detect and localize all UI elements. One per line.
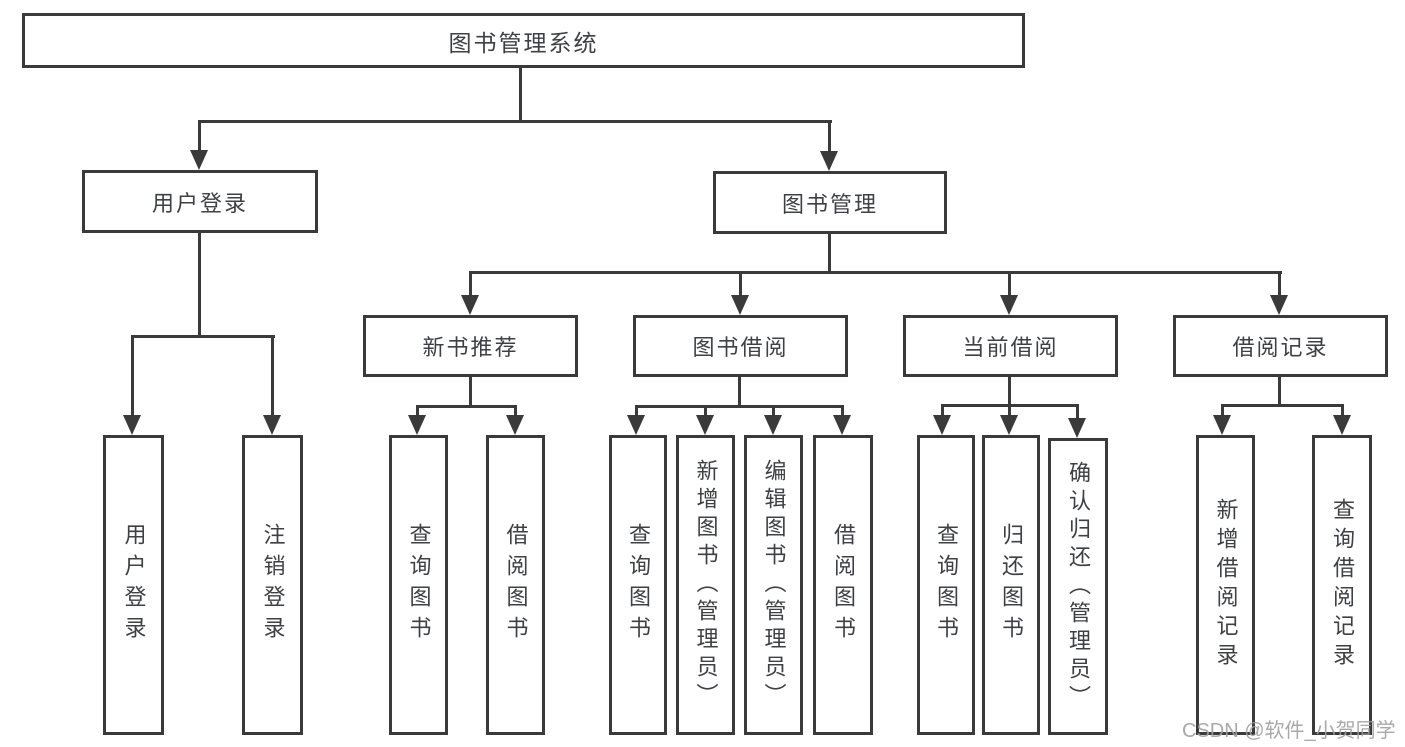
arrow-nbr-query — [408, 415, 426, 435]
arrow-to-leaf-logout — [263, 415, 281, 435]
leaf-borrow-book-1-label: 借阅图书 — [503, 523, 529, 647]
leaf-logout-label: 注销登录 — [260, 523, 286, 647]
connector-l3-stem-4 — [1278, 271, 1281, 297]
connector-root-stem — [519, 68, 522, 123]
connector-br-hline — [1221, 404, 1344, 407]
leaf-query-book-1: 查询图书 — [389, 435, 448, 735]
node-borrow-record: 借阅记录 — [1173, 315, 1388, 377]
arrow-bb-query — [627, 415, 645, 435]
arrow-to-current-borrow — [1000, 295, 1018, 315]
connector-user-login-stem — [198, 120, 201, 154]
node-root-label: 图书管理系统 — [448, 29, 599, 56]
arrow-br-add — [1213, 415, 1231, 435]
leaf-query-borrow-record-label: 查询借阅记录 — [1330, 498, 1355, 672]
connector-bb-hline — [635, 405, 844, 408]
leaf-query-book-3: 查询图书 — [917, 435, 975, 735]
connector-l3-stem-3 — [1008, 271, 1011, 297]
arrow-to-borrow-record — [1270, 295, 1288, 315]
connector-cb-stem-3 — [1076, 404, 1079, 418]
node-new-book-recommend-label: 新书推荐 — [422, 335, 519, 360]
node-current-borrow-label: 当前借阅 — [962, 335, 1059, 360]
connector-br-stem-2 — [1341, 404, 1344, 418]
leaf-query-book-1-label: 查询图书 — [406, 523, 432, 647]
connector-bb-stem-2 — [704, 405, 707, 418]
node-user-login-label: 用户登录 — [151, 190, 248, 216]
connector-user-login-hline — [131, 335, 275, 338]
leaf-borrow-book-1: 借阅图书 — [486, 435, 545, 735]
connector-nbr-stem-2 — [514, 405, 517, 418]
leaf-query-book-3-label: 查询图书 — [934, 523, 959, 647]
arrow-cb-query — [933, 415, 951, 435]
leaf-edit-book-admin: 编辑图书（管理员） — [744, 435, 803, 735]
leaf-query-book-2-label: 查询图书 — [626, 523, 651, 647]
node-new-book-recommend: 新书推荐 — [363, 315, 578, 377]
arrow-to-user-login — [190, 150, 208, 170]
node-borrow-record-label: 借阅记录 — [1232, 335, 1329, 360]
leaf-return-book: 归还图书 — [982, 435, 1040, 735]
arrow-br-query — [1333, 415, 1351, 435]
node-root: 图书管理系统 — [22, 13, 1025, 68]
leaf-add-book-admin-label: 新增图书（管理员） — [693, 459, 719, 711]
connector-nbr-down — [469, 377, 472, 407]
leaf-confirm-return-admin-label: 确认归还（管理员） — [1066, 460, 1091, 713]
arrow-nbr-borrow — [506, 415, 524, 435]
connector-level3-hline — [469, 271, 1282, 274]
arrow-cb-confirm — [1068, 418, 1086, 438]
leaf-user-login: 用户登录 — [103, 435, 164, 735]
node-user-login: 用户登录 — [82, 170, 318, 233]
arrow-bb-edit — [764, 415, 782, 435]
connector-user-login-down — [198, 233, 201, 337]
connector-book-mgmt-stem — [828, 120, 831, 154]
connector-cb-down — [1008, 377, 1011, 406]
leaf-edit-book-admin-label: 编辑图书（管理员） — [761, 459, 787, 711]
node-current-borrow: 当前借阅 — [903, 315, 1118, 377]
connector-level2-hline — [198, 120, 832, 123]
arrow-to-book-mgmt — [820, 151, 838, 171]
connector-br-down — [1278, 377, 1281, 406]
leaf-return-book-label: 归还图书 — [999, 523, 1024, 647]
leaf-confirm-return-admin: 确认归还（管理员） — [1048, 438, 1108, 735]
csdn-watermark: CSDN @软件_小贺同学 — [1182, 720, 1396, 742]
connector-cb-stem-1 — [941, 404, 944, 418]
connector-bb-stem-3 — [772, 405, 775, 418]
connector-br-stem-1 — [1221, 404, 1224, 418]
arrow-cb-return — [1000, 415, 1018, 435]
leaf-query-book-2: 查询图书 — [609, 435, 667, 735]
connector-nbr-hline — [416, 405, 517, 408]
arrow-to-new-book-recommend — [461, 295, 479, 315]
leaf-query-borrow-record: 查询借阅记录 — [1312, 435, 1372, 735]
leaf-logout: 注销登录 — [242, 435, 303, 735]
connector-bb-stem-1 — [635, 405, 638, 418]
leaf-add-borrow-record-label: 新增借阅记录 — [1213, 498, 1239, 672]
connector-l3-stem-1 — [469, 271, 472, 297]
leaf-borrow-book-2: 借阅图书 — [813, 435, 873, 735]
connector-bb-down — [738, 377, 741, 407]
connector-l3-stem-2 — [739, 271, 742, 297]
arrow-bb-borrow — [833, 415, 851, 435]
node-book-borrow-label: 图书借阅 — [692, 335, 789, 360]
connector-cb-stem-2 — [1008, 404, 1011, 418]
connector-nbr-stem-1 — [416, 405, 419, 418]
node-book-management-label: 图书管理 — [781, 191, 878, 217]
leaf-add-borrow-record: 新增借阅记录 — [1196, 435, 1255, 735]
connector-book-mgmt-down — [828, 234, 831, 273]
leaf-add-book-admin: 新增图书（管理员） — [676, 435, 735, 735]
arrow-to-book-borrow — [731, 295, 749, 315]
node-book-borrow: 图书借阅 — [633, 315, 848, 377]
leaf-borrow-book-2-label: 借阅图书 — [831, 523, 856, 647]
connector-leaf-user-login-stem — [131, 335, 134, 417]
connector-leaf-logout-stem — [271, 335, 274, 417]
arrow-to-leaf-user-login — [123, 415, 141, 435]
connector-bb-stem-4 — [841, 405, 844, 418]
leaf-user-login-label: 用户登录 — [121, 523, 147, 647]
arrow-bb-add — [696, 415, 714, 435]
node-book-management: 图书管理 — [713, 171, 947, 234]
